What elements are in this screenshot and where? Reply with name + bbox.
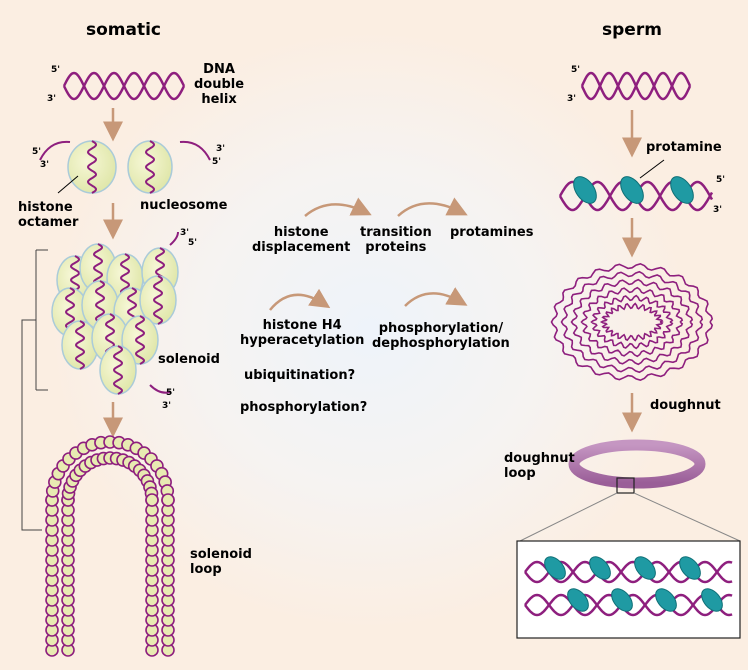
doughnut-coil-6 [599,302,664,342]
bracket-connector [21,319,42,531]
five-prime-label: 5' [571,65,581,75]
protamine-bound-dna [558,176,714,212]
nucleosome-pair [67,140,173,194]
protamine-pointer [639,159,665,179]
zoom-inset [516,540,741,639]
solenoid-dna-end [149,231,179,394]
sperm-header: sperm [602,20,662,40]
inset-dna-lower-strand-a [524,593,733,617]
protamine-label: protamine [646,140,722,155]
zoom-line-right [633,492,741,542]
three-prime-label: 3' [216,144,226,154]
doughnut-coil [550,262,714,382]
octamer-pointer [57,175,79,194]
doughnut-coil-1 [550,262,714,382]
solenoid-label: solenoid [158,352,220,367]
inset-protamine-6 [611,588,633,612]
five-prime-label: 5' [188,238,198,248]
doughnut-coil-3 [570,278,694,366]
transition-proteins-label: transition proteins [360,225,432,255]
solenoid-loop-fiber [45,435,175,657]
inset-protamine-1 [544,556,566,580]
ubiquitination-label: ubiquitination? [244,368,356,383]
nucleosome-linker-dna [39,140,211,161]
h4-hyperacetylation-label: histone H4 hyperacetylation [240,318,365,348]
protamine-3 [670,176,694,204]
three-prime-label: 3' [40,160,50,170]
doughnut-loop-label: doughnut loop [504,451,575,481]
inset-protamine-3 [634,556,656,580]
zoom-line-left [519,492,618,542]
curved-arrow-3 [269,288,331,311]
doughnut-coil-2 [560,270,704,374]
five-prime-label: 5' [212,157,222,167]
solenoid-histone-11-wrap [134,315,146,365]
histone-octamer-2-wrap [144,140,156,194]
solenoid-fiber [51,243,179,395]
inset-protamine-8 [701,588,723,612]
histone-octamer-label: histone octamer [18,200,79,230]
histone-displacement-label: histone displacement [252,225,351,255]
somatic-helix-strand-b [62,71,186,101]
three-prime-label: 3' [567,94,577,104]
inset-protamine-7 [655,588,677,612]
sperm-helix-strand-b [580,71,692,101]
protamine-2 [620,176,644,204]
phosphorylation-dephosphorylation-label: phosphorylation/ dephosphorylation [372,321,510,351]
doughnut-coil-5 [590,294,674,350]
solenoid-histone-8-wrap [152,275,164,325]
five-prime-label: 5' [166,388,176,398]
dna-double-helix-label: DNA double helix [194,62,245,107]
inset-protamine-2 [589,556,611,580]
curved-arrow-1 [304,197,372,217]
solenoid-histone-12-wrap [112,345,124,395]
dna-double-helix-sperm [580,71,692,101]
solenoid-histone-9-wrap [74,320,86,370]
doughnut-loop-ring [568,439,706,489]
inset-protamine-dna [524,556,733,617]
doughnut-label: doughnut [650,398,721,413]
five-prime-label: 5' [716,175,726,185]
curved-arrow-4 [404,287,468,307]
three-prime-label: 3' [162,401,172,411]
protamines-label: protamines [450,225,534,240]
solenoid-loop-label: solenoid loop [190,547,252,577]
inset-protamine-4 [679,556,701,580]
five-prime-label: 5' [51,65,61,75]
five-prime-label: 5' [32,147,42,157]
zoom-box [616,477,635,494]
phosphorylation-question-label: phosphorylation? [240,400,368,415]
dna-double-helix-somatic [62,71,186,101]
loop-bead-105 [145,493,159,507]
curved-arrow-2 [397,197,468,217]
three-prime-label: 3' [713,205,723,215]
doughnut-coil-4 [580,286,684,358]
histone-octamer-1-wrap [86,140,98,194]
nucleosome-label: nucleosome [140,198,228,213]
somatic-header: somatic [86,20,162,40]
loop-bead-104 [161,493,175,507]
three-prime-label: 3' [180,228,190,238]
solenoid-bracket [35,249,48,391]
protamine-1 [573,176,597,204]
inset-protamine-5 [567,588,589,612]
three-prime-label: 3' [47,94,57,104]
